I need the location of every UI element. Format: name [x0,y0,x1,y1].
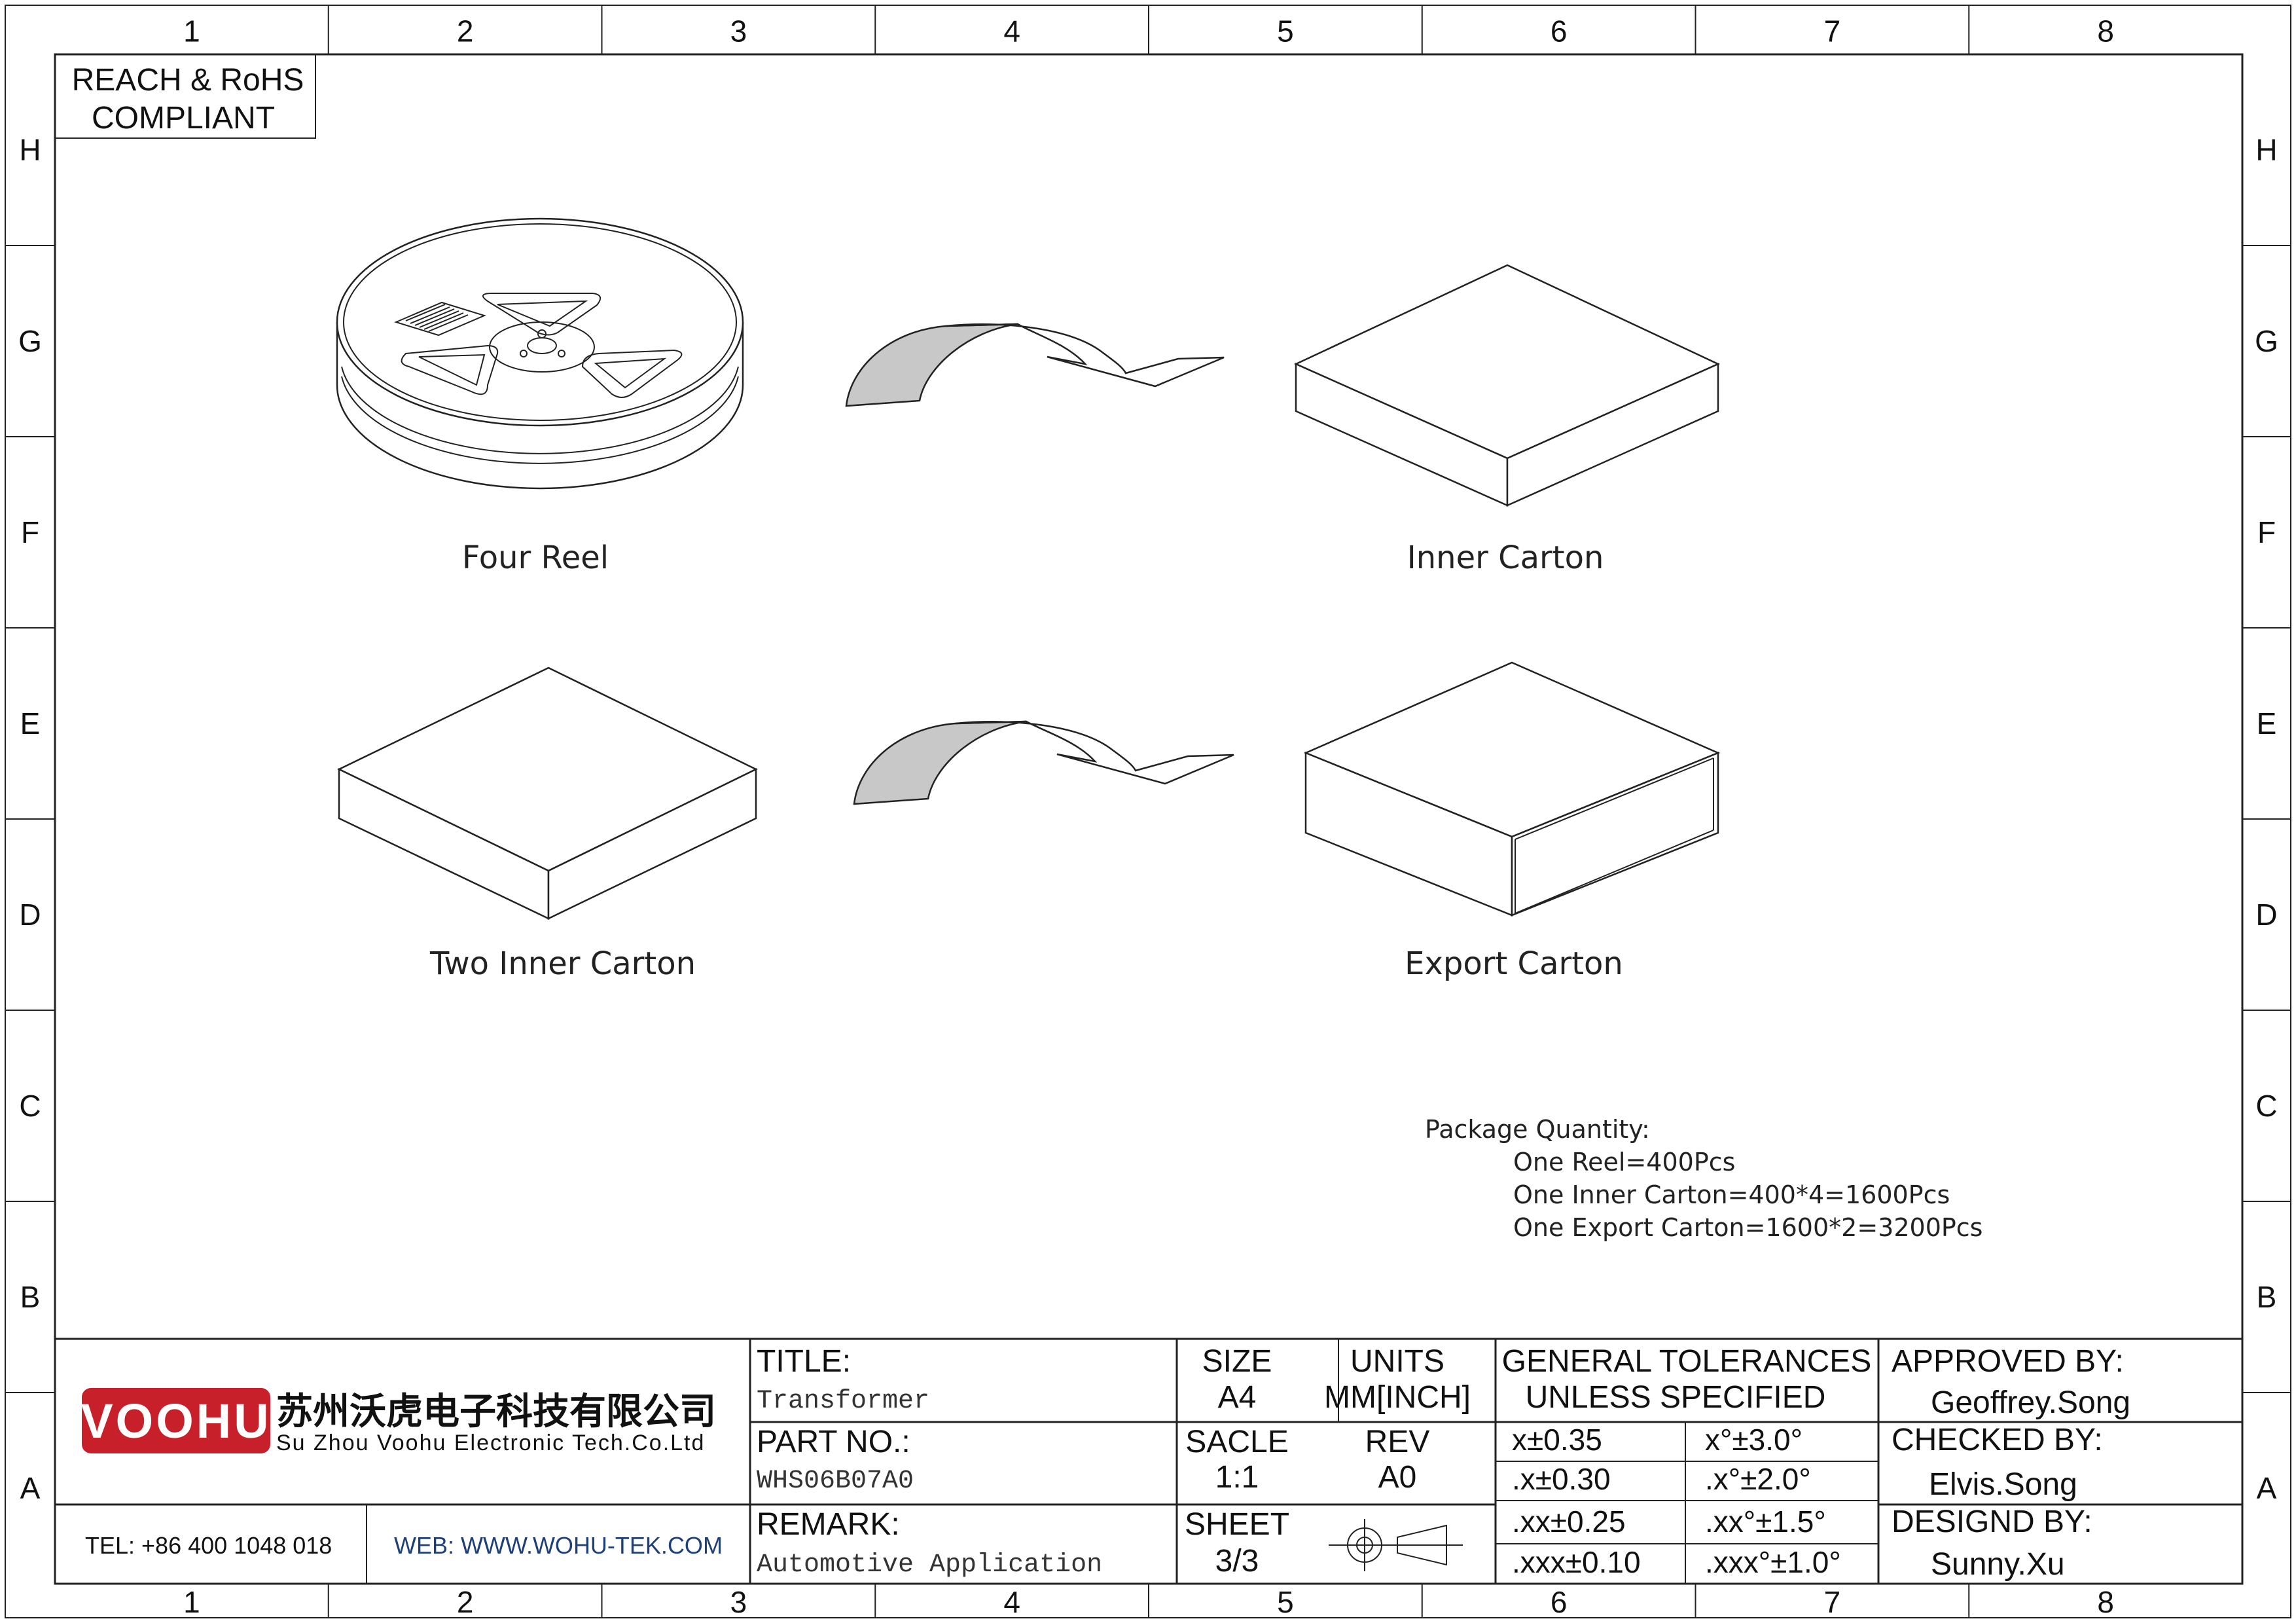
remark-value: Automotive Application [757,1550,1102,1580]
company-name-cn: 苏州沃虎电子科技有限公司 [276,1391,716,1433]
zone-column-label: 5 [1277,1585,1294,1619]
zone-column-label: 7 [1824,1585,1841,1619]
zone-column-label: 8 [2097,14,2114,48]
zone-column-label: 3 [730,1585,747,1619]
part-no-value: WHS06B07A0 [757,1467,914,1496]
units-label: UNITS [1350,1344,1444,1379]
logo-text: VOOHU [81,1394,271,1448]
export-carton-figure [1303,661,1721,917]
company-logo: VOOHU 苏州沃虎电子科技有限公司 Su Zhou Voohu Electro… [81,1388,716,1455]
tolerance-angular: x°±3.0° [1705,1423,1803,1457]
tolerance-angular: .xxx°±1.0° [1705,1545,1841,1579]
checked-value: Elvis.Song [1929,1467,2077,1502]
zone-row-label: D [19,898,41,932]
part-no-label: PART NO.: [757,1425,910,1459]
zone-row-label: B [20,1280,41,1314]
zone-row-label: A [20,1471,41,1505]
tolerance-linear: .xxx±0.10 [1512,1545,1641,1579]
tolerance-linear: x±0.35 [1512,1423,1602,1457]
zone-column-label: 4 [1003,14,1020,48]
zone-row-label: G [2255,324,2278,358]
scale-label: SACLE [1185,1425,1288,1459]
tolerance-table: x±0.35 x°±3.0° .x±0.30 .x°±2.0° .xx±0.25 .xx°… [1512,1423,1841,1579]
reel-figure [336,217,744,490]
projection-symbol-icon [1329,1519,1463,1571]
zone-row-label: E [20,706,41,740]
arrow-inner-to-export [853,720,1234,805]
zone-column-label: 4 [1003,1585,1020,1619]
zone-row-label: G [18,324,42,358]
tolerance-subheading: UNLESS SPECIFIED [1526,1380,1826,1415]
zone-column-label: 7 [1824,14,1841,48]
package-line: One Export Carton=1600*2=3200Pcs [1513,1213,1982,1242]
zone-column-label: 1 [183,14,200,48]
approved-value: Geoffrey.Song [1931,1385,2130,1420]
company-web: WEB: WWW.WOHU-TEK.COM [394,1532,723,1559]
approved-label: APPROVED BY: [1892,1344,2124,1379]
zone-row-label: C [19,1089,41,1123]
export-carton-caption: Export Carton [1405,945,1623,982]
tolerance-angular: .xx°±1.5° [1705,1504,1826,1539]
zone-row-label: A [2257,1471,2277,1505]
two-inner-carton-figure [337,666,758,920]
title-value: Transformer [757,1387,929,1416]
zone-column-label: 2 [457,1585,474,1619]
remark-label: REMARK: [757,1507,900,1542]
title-block [55,1338,2242,1584]
arrow-reel-to-inner [845,323,1225,407]
tolerance-linear: .xx±0.25 [1512,1504,1626,1539]
zone-column-label: 6 [1551,14,1568,48]
size-value: A4 [1218,1380,1257,1415]
reel-caption: Four Reel [462,539,609,576]
two-inner-carton-caption: Two Inner Carton [429,945,696,982]
reel-label-patch [394,301,486,337]
units-value: MM[INCH] [1324,1380,1471,1415]
zone-row-label: H [19,133,41,167]
package-line: One Inner Carton=400*4=1600Pcs [1513,1180,1950,1209]
rev-label: REV [1365,1425,1430,1459]
inner-carton-figure [1293,264,1721,507]
zone-column-label: 1 [183,1585,200,1619]
zone-row-label: D [2255,898,2277,932]
tolerance-linear: .x±0.30 [1512,1462,1611,1496]
zone-column-label: 2 [457,14,474,48]
package-quantity-note: Package Quantity: One Reel=400Pcs One In… [1425,1115,1982,1242]
package-heading: Package Quantity: [1425,1115,1650,1144]
compliance-line1: REACH & RoHS [72,63,304,98]
zone-row-label: H [2255,133,2277,167]
zone-row-label: F [21,515,39,549]
zone-row-label: C [2255,1089,2277,1123]
rev-value: A0 [1378,1460,1417,1495]
sheet-label: SHEET [1185,1507,1289,1542]
tolerance-angular: .x°±2.0° [1705,1462,1811,1496]
package-line: One Reel=400Pcs [1513,1148,1735,1176]
designed-value: Sunny.Xu [1931,1547,2065,1582]
company-tel: TEL: +86 400 1048 018 [85,1532,332,1559]
checked-label: CHECKED BY: [1892,1423,2103,1457]
zone-column-label: 3 [730,14,747,48]
compliance-line2: COMPLIANT [92,101,275,136]
logo-badge [82,1388,270,1453]
zone-column-label: 8 [2097,1585,2114,1619]
sheet-value: 3/3 [1215,1544,1259,1578]
zone-row-label: F [2257,515,2276,549]
tolerance-heading: GENERAL TOLERANCES [1502,1344,1872,1379]
zone-row-label: B [2257,1280,2277,1314]
zone-column-label: 5 [1277,14,1294,48]
scale-value: 1:1 [1215,1460,1259,1495]
designed-label: DESIGND BY: [1892,1504,2092,1539]
company-name-en: Su Zhou Voohu Electronic Tech.Co.Ltd [276,1431,705,1455]
compliance-box: REACH & RoHS COMPLIANT [54,54,316,139]
inner-carton-caption: Inner Carton [1407,539,1604,576]
zone-row-label: E [2257,706,2277,740]
size-label: SIZE [1202,1344,1272,1379]
zone-column-label: 6 [1551,1585,1568,1619]
title-label: TITLE: [757,1344,851,1379]
